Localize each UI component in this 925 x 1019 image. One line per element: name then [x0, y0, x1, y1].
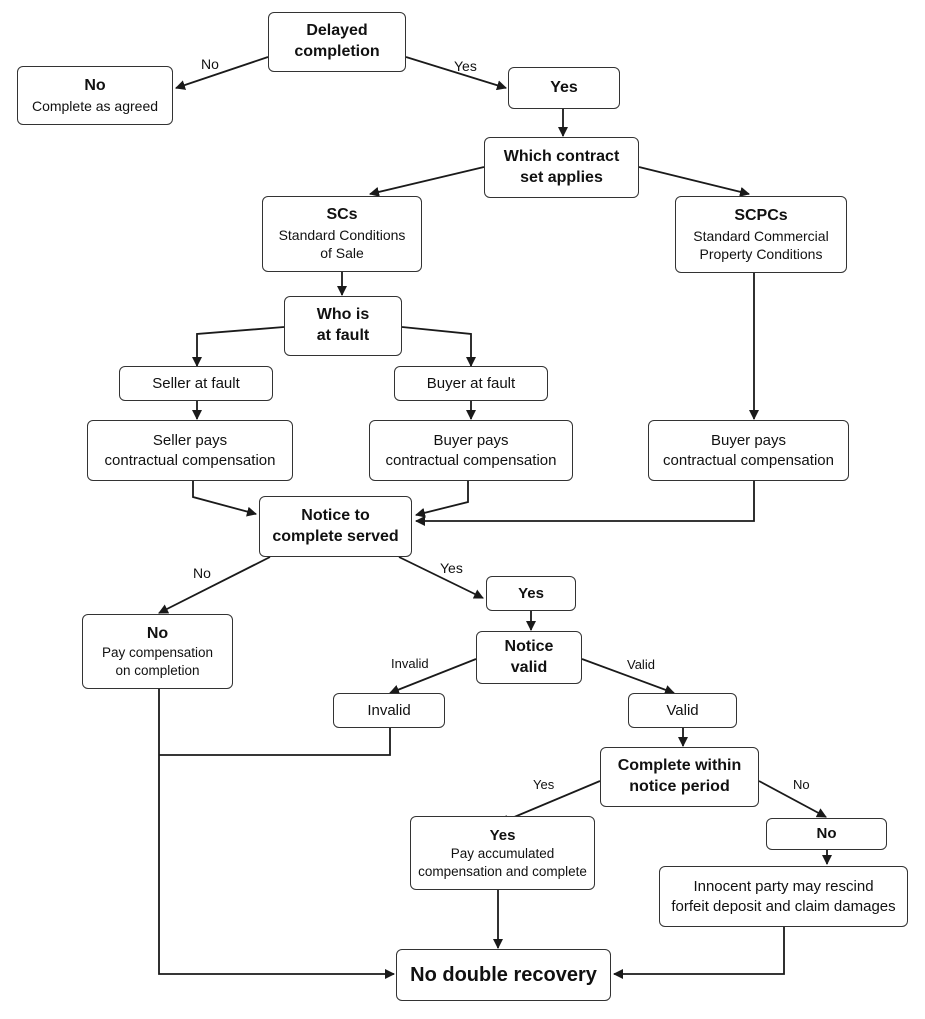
node-scs: SCs Standard Conditions of Sale — [262, 196, 422, 272]
edge-invalid-merge — [159, 728, 391, 756]
node-text-line2: completion — [294, 43, 380, 60]
node-subtitle-line1: Pay compensation — [101, 645, 214, 661]
node-which-contract: Which contract set applies — [484, 137, 639, 198]
edge-label-valid: Valid — [627, 657, 655, 672]
node-text-line2: complete served — [272, 527, 399, 545]
edge-within-to-no — [758, 780, 827, 818]
edge-sellerpays-to-notice — [192, 481, 257, 517]
node-subtitle-line2: of Sale — [320, 245, 364, 262]
node-subtitle-line2: compensation and complete — [418, 863, 587, 879]
edge-label-notice-no: No — [193, 565, 211, 581]
node-subtitle: Complete as agreed — [31, 97, 159, 114]
edge-label-notice-yes: Yes — [440, 560, 463, 576]
node-no-final: No — [766, 818, 887, 850]
node-title: No — [146, 624, 169, 642]
edge-which-to-scpcs — [638, 166, 750, 197]
node-notice-to-complete: Notice to complete served — [259, 496, 412, 557]
edge-validq-to-invalid — [389, 658, 477, 695]
node-text: Valid — [666, 701, 699, 719]
node-notice-valid: Notice valid — [476, 631, 582, 684]
edge-label-delayed-no: No — [201, 56, 219, 72]
node-subtitle-line1: Standard Commercial — [693, 227, 829, 244]
edge-buyerpays-to-notice — [415, 481, 469, 518]
edge-innocent-to-nodouble — [613, 927, 785, 979]
node-text: Seller at fault — [152, 374, 240, 392]
edge-notice-to-no — [158, 556, 271, 614]
node-title: Yes — [489, 826, 516, 844]
node-text-line2: contractual compensation — [104, 451, 276, 469]
edge-which-to-scs — [369, 166, 485, 197]
node-subtitle-line1: Pay accumulated — [450, 846, 555, 862]
node-title: SCPCs — [734, 206, 788, 224]
node-text-line1: Which contract — [503, 147, 620, 165]
node-buyer-pays: Buyer pays contractual compensation — [369, 420, 573, 481]
node-scpcs: SCPCs Standard Commercial Property Condi… — [675, 196, 847, 273]
edge-label-within-no: No — [793, 777, 810, 792]
node-text-line2: at fault — [316, 327, 370, 344]
node-text-line2: notice period — [629, 778, 730, 795]
node-text-line2: forfeit deposit and claim damages — [671, 897, 896, 915]
edge-nopay-to-nodouble — [158, 689, 395, 979]
node-valid: Valid — [628, 693, 737, 728]
node-yes-top: Yes — [508, 67, 620, 109]
edge-validq-to-valid — [581, 658, 675, 695]
node-text-line1: Complete within — [617, 757, 742, 775]
node-invalid: Invalid — [333, 693, 445, 728]
node-buyer-pays-scpcs: Buyer pays contractual compensation — [648, 420, 849, 481]
node-seller-pays: Seller pays contractual compensation — [87, 420, 293, 481]
node-text-line1: Who is — [316, 306, 370, 324]
node-no-complete-as-agreed: No Complete as agreed — [17, 66, 173, 125]
node-title: Yes — [518, 584, 544, 602]
node-complete-within-notice: Complete within notice period — [600, 747, 759, 807]
node-yes-notice: Yes — [486, 576, 576, 611]
node-innocent-party: Innocent party may rescind forfeit depos… — [659, 866, 908, 927]
node-delayed-completion: Delayed completion — [268, 12, 406, 72]
node-text: Buyer at fault — [426, 374, 516, 392]
edge-notice-to-yes — [398, 556, 484, 599]
node-subtitle-line2: Property Conditions — [699, 245, 823, 262]
node-text-line2: contractual compensation — [663, 451, 834, 469]
node-text-line1: Buyer pays — [433, 432, 509, 449]
node-title: SCs — [326, 206, 358, 224]
edge-rightpays-to-notice — [415, 481, 755, 526]
node-yes-pay-accumulated: Yes Pay accumulated compensation and com… — [410, 816, 595, 890]
node-subtitle-line1: Standard Conditions — [278, 227, 406, 244]
edge-label-within-yes: Yes — [533, 777, 555, 792]
node-no-double-recovery: No double recovery — [396, 949, 611, 1001]
node-text-line2: contractual compensation — [385, 451, 557, 469]
node-text: Invalid — [367, 701, 411, 719]
node-text-line1: Buyer pays — [710, 432, 787, 449]
edge-who-to-seller — [192, 326, 285, 367]
edge-delayed-to-no — [175, 56, 269, 90]
node-who-at-fault: Who is at fault — [284, 296, 402, 356]
node-subtitle-line2: on completion — [115, 662, 200, 678]
node-text-line1: Notice — [504, 637, 554, 655]
node-text-line1: Seller pays — [152, 432, 228, 449]
node-buyer-at-fault: Buyer at fault — [394, 366, 548, 401]
edge-label-delayed-yes: Yes — [454, 58, 477, 74]
node-text-line1: Notice to — [301, 506, 370, 524]
node-no-pay-compensation: No Pay compensation on completion — [82, 614, 233, 689]
edge-delayed-to-yes — [405, 56, 507, 91]
node-title: Yes — [550, 78, 578, 96]
node-seller-at-fault: Seller at fault — [119, 366, 273, 401]
node-text-line1: Innocent party may rescind — [693, 878, 874, 895]
node-text: No double recovery — [410, 964, 597, 986]
node-text-line1: Delayed — [306, 22, 368, 40]
node-title: No — [816, 825, 837, 843]
edge-label-invalid: Invalid — [391, 656, 429, 671]
edge-who-to-buyer — [401, 326, 476, 367]
node-text-line2: valid — [510, 658, 548, 676]
node-title: No — [84, 77, 106, 94]
node-text-line2: set applies — [520, 168, 603, 186]
